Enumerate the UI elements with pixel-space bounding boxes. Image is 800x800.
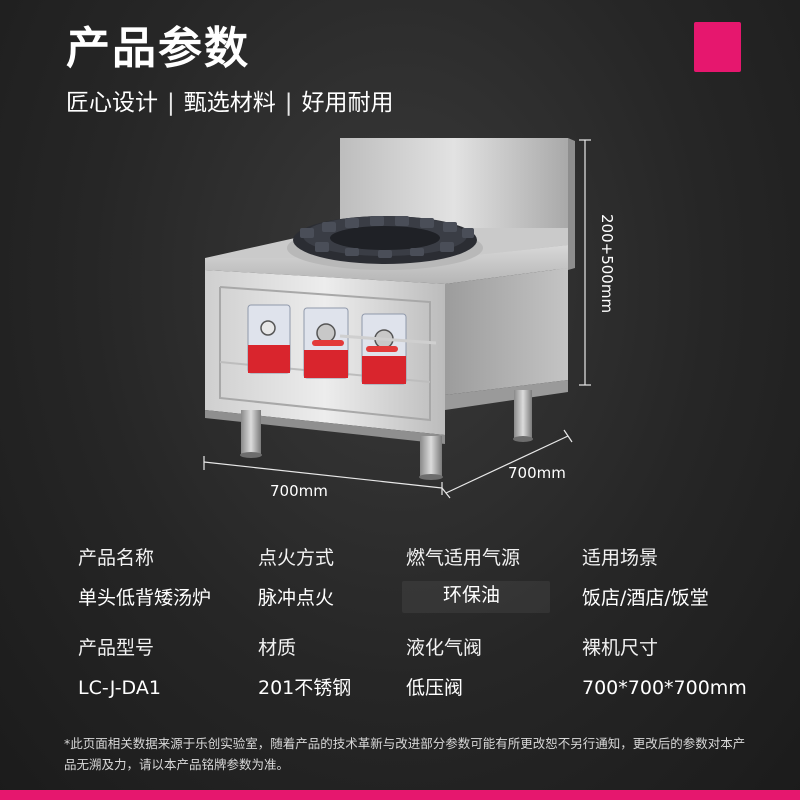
spec-label-ignition: 点火方式: [258, 547, 335, 569]
spec-label-gas-source: 燃气适用气源: [406, 547, 521, 569]
spec-label-scenario: 适用场景: [582, 547, 659, 569]
dimension-width-side-label: 700mm: [508, 464, 566, 482]
dimension-width-front-label: 700mm: [270, 482, 328, 500]
control-plate-1: [247, 304, 291, 374]
control-plate-3: [361, 313, 407, 385]
leg-back-right: [514, 390, 532, 438]
page-title: 产品参数: [66, 23, 250, 74]
leg-front-right: [420, 436, 442, 476]
spec-value-size: 700*700*700mm: [582, 677, 747, 699]
spec-label-size: 裸机尺寸: [582, 637, 659, 659]
spec-value-model: LC-J-DA1: [78, 677, 161, 699]
subtitle-separator-2: |: [284, 90, 293, 116]
pink-square-decor-icon: [694, 22, 741, 72]
spec-value-valve: 低压阀: [406, 677, 464, 699]
spec-value-material: 201不锈钢: [258, 677, 352, 699]
spec-label-valve: 液化气阀: [406, 637, 483, 659]
spec-label-model: 产品型号: [78, 637, 155, 659]
dimension-height-label: 200+500mm: [598, 214, 616, 314]
subtitle: 匠心设计 | 甄选材料 | 好用耐用: [66, 86, 394, 120]
spec-label-material: 材质: [258, 637, 297, 659]
value-highlight-box: [402, 581, 550, 613]
side-panel: [445, 268, 568, 395]
subtitle-separator-1: |: [167, 90, 175, 116]
bottom-accent-bar: [0, 790, 800, 800]
subtitle-part-2: 甄选材料: [183, 90, 276, 116]
subtitle-part-3: 好用耐用: [301, 90, 394, 116]
spec-value-scenario: 饭店/酒店/饭堂: [582, 587, 709, 609]
subtitle-part-1: 匠心设计: [66, 90, 158, 116]
spec-label-product-name: 产品名称: [78, 547, 155, 569]
control-plate-2: [303, 307, 349, 379]
spec-value-gas-source: 环保油: [443, 584, 501, 606]
footnote: *此页面相关数据来源于乐创实验室，随着产品的技术革新与改进部分参数可能有所更改恕…: [64, 736, 746, 772]
leg-front-left: [241, 410, 261, 454]
spec-value-ignition: 脉冲点火: [258, 587, 335, 609]
spec-value-product-name: 单头低背矮汤炉: [78, 587, 212, 609]
